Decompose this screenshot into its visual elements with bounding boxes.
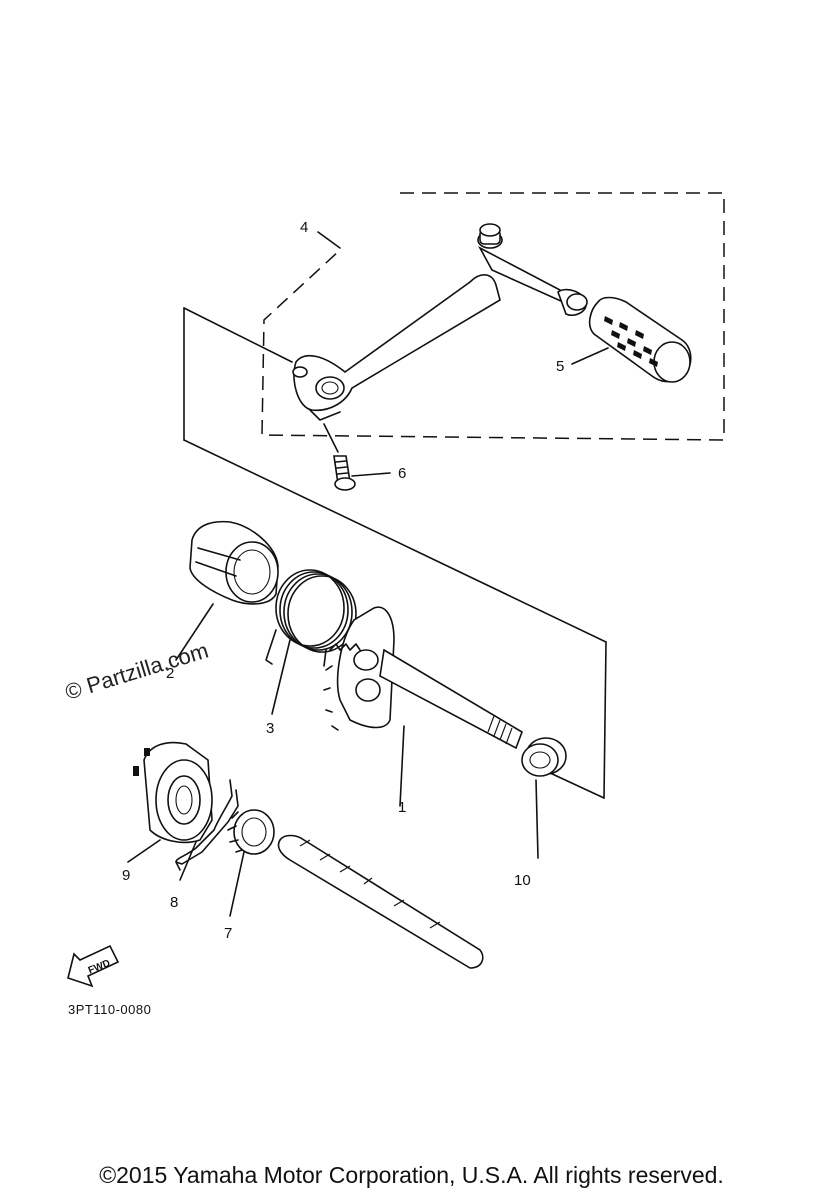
fwd-arrow-icon: FWD	[67, 944, 120, 988]
bolt	[323, 423, 356, 491]
callout-1: 1	[398, 799, 406, 816]
pinion-gear	[227, 809, 275, 917]
callout-2: 2	[166, 665, 174, 682]
spring-clip	[175, 779, 239, 871]
callout-10: 10	[514, 872, 531, 889]
callout-9: 9	[122, 867, 130, 884]
leader-lines	[175, 231, 609, 881]
oil-seal	[521, 737, 567, 859]
spring	[265, 569, 357, 667]
collar	[189, 520, 279, 605]
kick-grip	[588, 296, 692, 383]
kick-shaft-gear	[323, 606, 523, 750]
main-shaft	[277, 834, 484, 969]
callout-7: 7	[224, 925, 232, 942]
callout-3: 3	[266, 720, 274, 737]
callout-4: 4	[300, 219, 308, 236]
callout-6: 6	[398, 465, 406, 482]
callout-5: 5	[556, 358, 564, 375]
watermark: © Partzilla.com	[62, 638, 211, 705]
callout-8: 8	[170, 894, 178, 911]
kick-crank-assembly-box	[261, 192, 725, 441]
callouts: 1 2 3 4 5 6 7 8 9 10	[122, 219, 564, 942]
part-code: 3PT110-0080	[68, 1002, 151, 1017]
ratchet	[127, 741, 213, 863]
copyright-notice: ©2015 Yamaha Motor Corporation, U.S.A. A…	[99, 1162, 724, 1188]
kick-crank-arm	[292, 223, 588, 421]
shaft-assembly-outline	[183, 307, 607, 799]
